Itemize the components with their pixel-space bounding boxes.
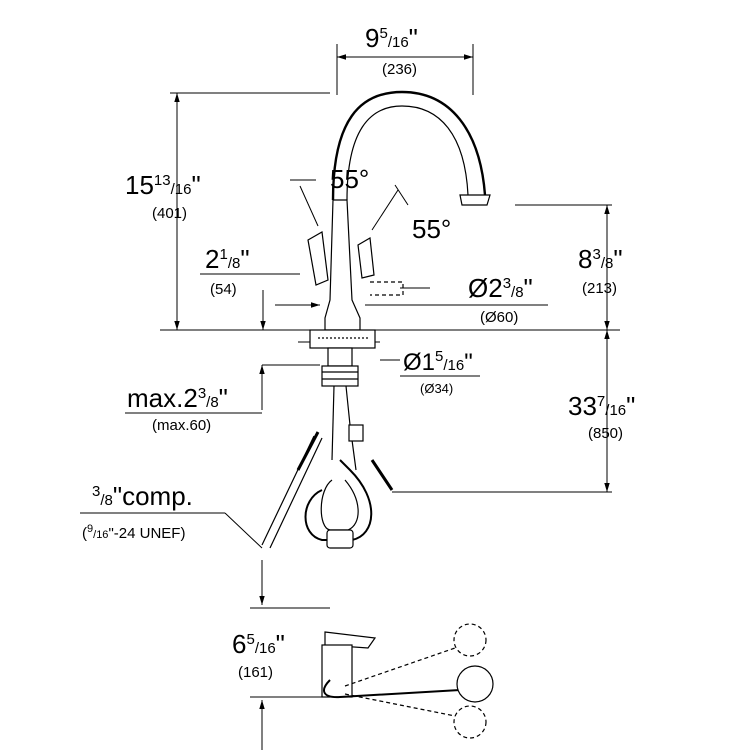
height-metric: (401) xyxy=(152,205,187,222)
faucet-top-view xyxy=(321,623,494,739)
angle-left-label: 55° xyxy=(330,164,369,194)
connection-label: 3/8"comp. xyxy=(92,481,193,511)
angle-line-right xyxy=(371,189,399,231)
hose-loop-inner xyxy=(320,479,359,531)
faucet-front-view xyxy=(261,90,491,549)
screw-right xyxy=(370,459,394,491)
angle-right-label: 55° xyxy=(412,214,451,244)
spout-height-metric: (213) xyxy=(582,280,617,297)
angle-line-left xyxy=(299,185,319,227)
hose-fitting xyxy=(348,424,364,442)
top-depth-label: 65/16" xyxy=(232,629,285,659)
spray-outline xyxy=(370,281,404,296)
thickness-label: max.23/8" xyxy=(127,383,228,413)
swing-position-lower xyxy=(453,705,487,739)
hose-left xyxy=(331,385,335,461)
top-depth-metric: (161) xyxy=(238,664,273,681)
swing-line-upper xyxy=(344,647,456,687)
swing-line-lower xyxy=(344,693,456,717)
height-label: 1513/16" xyxy=(125,170,201,200)
top-body xyxy=(321,644,353,698)
lever-offset-label: 21/8" xyxy=(205,244,250,274)
hole-diameter-label: Ø15/16" xyxy=(403,348,473,376)
lever-offset-metric: (54) xyxy=(210,281,237,298)
top-lever xyxy=(324,631,377,649)
swing-position-upper xyxy=(453,623,487,657)
thickness-metric: (max.60) xyxy=(152,417,211,434)
hose-length-metric: (850) xyxy=(588,425,623,442)
spout-height-label: 83/8" xyxy=(578,244,623,274)
handle-lever xyxy=(307,231,329,286)
faucet-body xyxy=(324,199,361,331)
hose-loop xyxy=(304,459,373,541)
hose-length-label: 337/16" xyxy=(568,391,635,421)
screw-left xyxy=(296,431,320,471)
spray-head xyxy=(459,194,491,206)
shank xyxy=(327,347,353,367)
hole-diameter-metric: (Ø34) xyxy=(420,381,453,396)
top-spout xyxy=(323,679,461,699)
connection-thread: (9/16"-24 UNEF) xyxy=(82,523,185,542)
angle-leader-right xyxy=(394,184,409,206)
handle-lever-alt xyxy=(357,237,375,279)
connection-leader xyxy=(224,512,263,549)
reach-metric: (236) xyxy=(382,61,417,78)
deck-block xyxy=(309,329,376,349)
base-diameter-label: Ø23/8" xyxy=(468,273,533,303)
reach-label: 95/16" xyxy=(365,23,418,53)
top-spray-head xyxy=(456,665,494,703)
supply-line-left xyxy=(269,437,323,549)
base-diameter-metric: (Ø60) xyxy=(480,309,518,326)
mounting-nut xyxy=(321,365,359,387)
spout-arc-inner xyxy=(346,105,469,201)
spout-arc xyxy=(331,90,487,201)
weight xyxy=(326,529,354,549)
